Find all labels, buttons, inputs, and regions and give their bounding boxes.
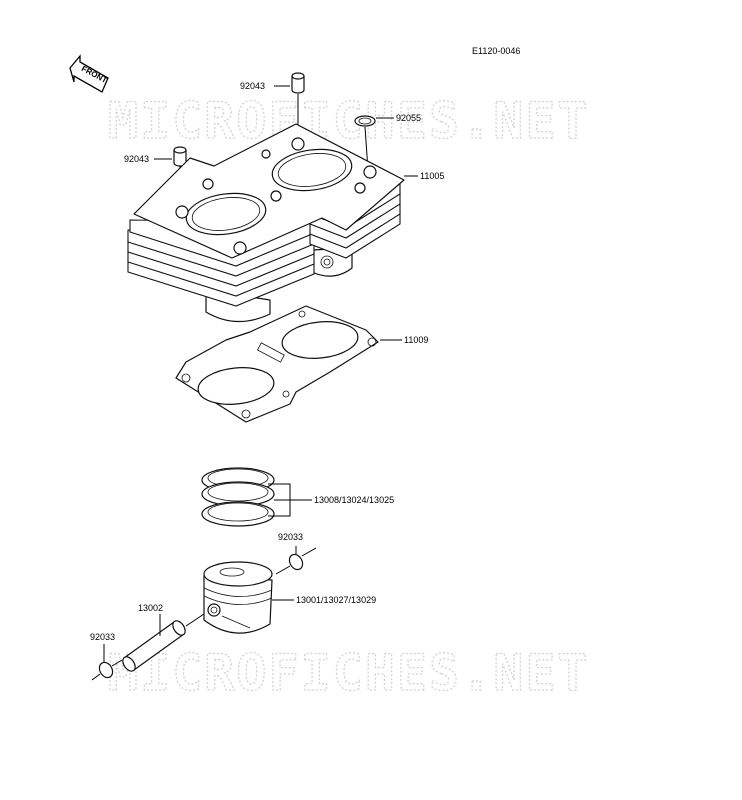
o-ring [354,115,376,127]
circlip-right [288,553,304,571]
callout-cylinder: 11005 [420,171,444,181]
callout-piston: 13001/13027/13029 [296,595,376,605]
watermark-top: MICROFICHES.NET [108,92,590,150]
front-arrow-icon: FRONT [69,54,109,93]
watermark-bottom: MICROFICHES.NET [108,644,590,702]
cylinder-block [127,123,405,323]
callout-gasket: 11009 [404,335,428,345]
diagram-code: E1120-0046 [472,46,520,56]
base-gasket [175,305,379,423]
callout-dowel-top: 92043 [240,81,265,91]
piston-pin [122,620,186,672]
callout-clip-right: 92033 [278,532,303,542]
callout-rings: 13008/13024/13025 [314,495,394,505]
piston-rings [201,467,275,527]
dowel-pin-top [291,72,305,94]
callout-dowel-left: 92043 [124,154,149,164]
piston [203,561,273,634]
callout-oring: 92055 [396,113,421,123]
circlip-left [98,661,114,679]
callout-clip-left: 92033 [90,632,115,642]
callout-pin: 13002 [138,603,163,613]
